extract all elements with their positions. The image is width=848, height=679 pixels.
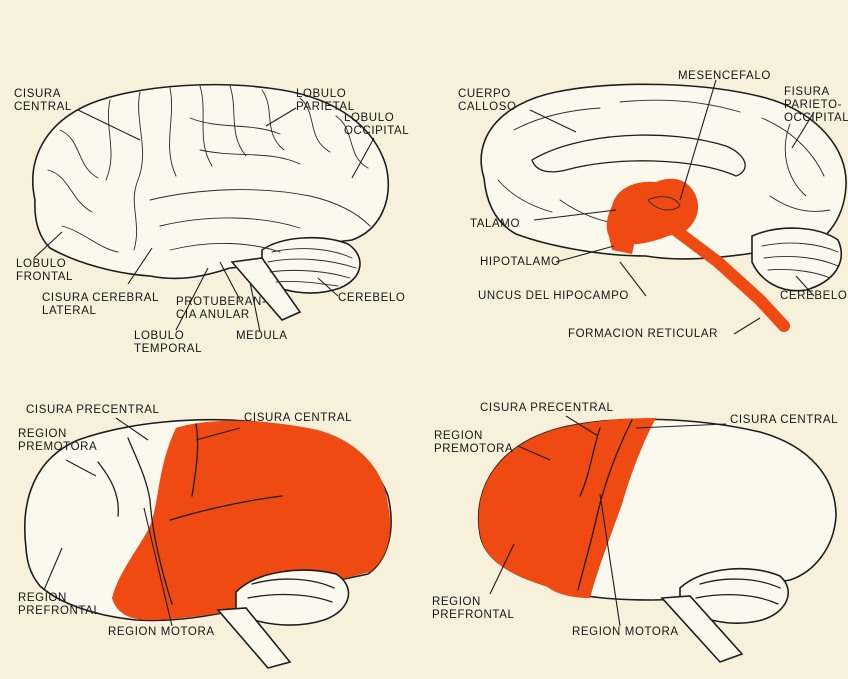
- label-region-prefrontal-right: REGION PREFRONTAL: [432, 596, 514, 622]
- label-lobulo-parietal: LOBULO PARIETAL: [296, 88, 355, 114]
- medial-cerebellum: [752, 228, 841, 291]
- label-protuberancia-anular: PROTUBERAN- CIA ANULAR: [176, 296, 266, 322]
- label-region-motora-left: REGION MOTORA: [108, 626, 215, 639]
- label-mesencefalo: MESENCEFALO: [678, 70, 771, 83]
- label-region-premotora-left: REGION PREMOTORA: [18, 428, 97, 454]
- label-cerebelo-medial: CEREBELO: [780, 290, 847, 303]
- label-uncus-del-hipocampo: UNCUS DEL HIPOCAMPO: [478, 290, 629, 303]
- label-cisura-precentral-right: CISURA PRECENTRAL: [480, 402, 614, 415]
- label-region-premotora-right: REGION PREMOTORA: [434, 430, 513, 456]
- label-cuerpo-calloso: CUERPO CALLOSO: [458, 88, 517, 114]
- label-cisura-central: CISURA CENTRAL: [14, 88, 72, 114]
- label-medula: MEDULA: [236, 330, 288, 343]
- label-hipotalamo: HIPOTALAMO: [480, 256, 561, 269]
- label-lobulo-frontal: LOBULO FRONTAL: [16, 258, 73, 284]
- label-region-prefrontal-left: REGION PREFRONTAL: [18, 592, 100, 618]
- label-fisura-parieto-occipital: FISURA PARIETO- OCCIPITAL: [784, 86, 848, 125]
- label-cisura-precentral-left: CISURA PRECENTRAL: [26, 404, 160, 417]
- label-cisura-central-right: CISURA CENTRAL: [730, 414, 838, 427]
- label-cerebelo-lateral: CEREBELO: [338, 292, 405, 305]
- label-cisura-central-left: CISURA CENTRAL: [244, 412, 352, 425]
- label-talamo: TALAMO: [470, 218, 520, 231]
- label-cisura-cerebral-lateral: CISURA CEREBRAL LATERAL: [42, 292, 159, 318]
- label-lobulo-temporal: LOBULO TEMPORAL: [134, 330, 202, 356]
- label-formacion-reticular: FORMACION RETICULAR: [568, 328, 718, 341]
- label-lobulo-occipital: LOBULO OCCIPITAL: [344, 112, 409, 138]
- label-region-motora-right: REGION MOTORA: [572, 626, 679, 639]
